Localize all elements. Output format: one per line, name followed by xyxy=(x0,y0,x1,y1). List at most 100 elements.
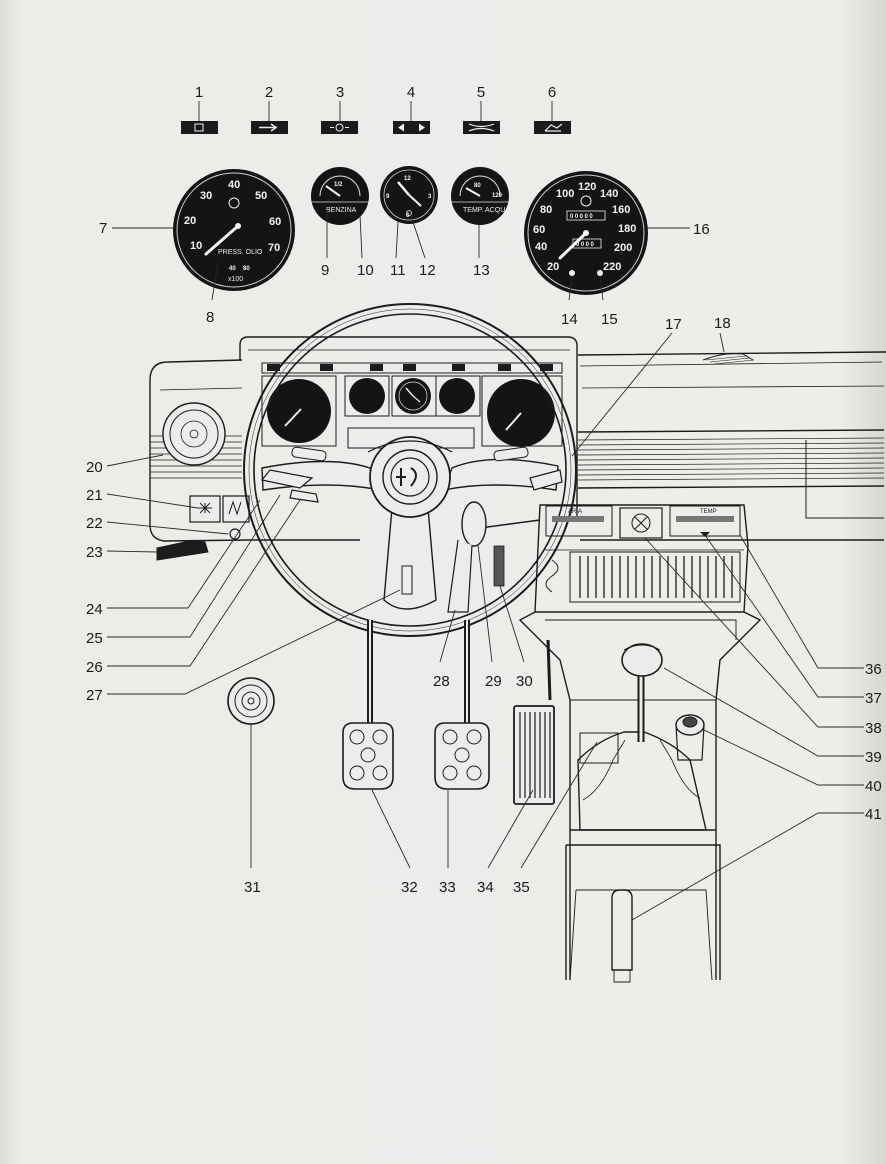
callout-28: 28 xyxy=(433,673,450,690)
dashboard-callouts: 17 18 20 21 22 23 24 25 26 27 28 29 30 3… xyxy=(86,315,882,921)
cigar-lighter[interactable] xyxy=(675,714,705,761)
svg-text:80: 80 xyxy=(474,183,481,189)
pedal-assembly[interactable] xyxy=(342,620,555,805)
left-air-vent[interactable] xyxy=(162,402,226,466)
callout-33: 33 xyxy=(439,879,456,896)
steering-column-stalks[interactable] xyxy=(260,469,563,613)
svg-text:9: 9 xyxy=(386,194,390,200)
callout-2: 2 xyxy=(265,84,273,101)
alfa-romeo-horn-badge-icon[interactable] xyxy=(390,457,430,497)
callout-37: 37 xyxy=(865,690,882,707)
accelerator-pedal[interactable] xyxy=(513,705,555,805)
callout-17: 17 xyxy=(665,316,682,333)
warning-lamp-5 xyxy=(463,121,500,134)
svg-text:40: 40 xyxy=(228,179,240,191)
choke-lever[interactable] xyxy=(493,545,505,587)
svg-text:TEMP: TEMP xyxy=(700,509,717,515)
callout-14: 14 xyxy=(561,311,578,328)
alfa-badge-icon xyxy=(228,197,240,209)
callout-31: 31 xyxy=(244,879,261,896)
clock-hour-hand xyxy=(397,181,410,196)
brake-pedal[interactable] xyxy=(434,722,490,790)
svg-text:160: 160 xyxy=(612,204,630,216)
left-switches[interactable] xyxy=(156,495,250,561)
callout-27: 27 xyxy=(86,687,103,704)
callout-1: 1 xyxy=(195,84,203,101)
fan-switch-icon[interactable] xyxy=(631,513,651,533)
fuel-needle xyxy=(325,185,341,197)
hazard-icon xyxy=(198,502,212,514)
callout-8: 8 xyxy=(206,309,214,326)
rear-defrost-switch[interactable] xyxy=(222,495,250,523)
callout-6: 6 xyxy=(548,84,556,101)
svg-text:80: 80 xyxy=(540,204,552,216)
callout-24: 24 xyxy=(86,601,103,618)
tachometer: 10 20 30 40 50 60 70 PRESS. OLIO 40 80 x… xyxy=(173,169,295,291)
air-slider[interactable] xyxy=(552,516,604,522)
svg-text:140: 140 xyxy=(600,188,618,200)
warning-lamp-1 xyxy=(181,121,218,134)
lamp-callouts: 1 2 3 4 5 6 xyxy=(195,84,556,121)
callout-36: 36 xyxy=(865,661,882,678)
instrument-callouts: 7 8 9 10 11 12 13 14 15 16 xyxy=(99,210,710,328)
gear-knob[interactable] xyxy=(621,643,663,677)
clock-minute-hand xyxy=(408,194,422,207)
steering-wheel[interactable] xyxy=(243,303,577,637)
indicator-stalk[interactable] xyxy=(260,469,314,489)
svg-text:x100: x100 xyxy=(228,276,243,283)
speedometer-needle xyxy=(558,231,588,260)
light-stalk[interactable] xyxy=(529,469,563,491)
svg-text:20: 20 xyxy=(184,215,196,227)
callout-35: 35 xyxy=(513,879,530,896)
warning-lamp-row xyxy=(181,121,571,134)
svg-text:10: 10 xyxy=(190,240,202,252)
clock: 12 3 6 9 xyxy=(380,166,438,224)
heater-controls[interactable]: ARIA TEMP xyxy=(545,505,741,539)
wiper-stalk[interactable] xyxy=(289,489,319,503)
dashboard-body xyxy=(149,336,886,983)
svg-text:180: 180 xyxy=(618,223,636,235)
svg-text:BENZINA: BENZINA xyxy=(326,207,357,214)
callout-3: 3 xyxy=(336,84,344,101)
warning-lamp-3 xyxy=(321,121,358,134)
svg-text:50: 50 xyxy=(255,190,267,202)
callout-21: 21 xyxy=(86,487,103,504)
callout-9: 9 xyxy=(321,262,329,279)
svg-text:60: 60 xyxy=(269,216,281,228)
callout-22: 22 xyxy=(86,515,103,532)
callout-32: 32 xyxy=(401,879,418,896)
callout-29: 29 xyxy=(485,673,502,690)
fuel-gauge: 1/2 BENZINA xyxy=(311,167,369,225)
washer-button[interactable] xyxy=(227,677,275,725)
callout-39: 39 xyxy=(865,749,882,766)
vent-control-icon xyxy=(545,559,559,593)
svg-text:60: 60 xyxy=(533,224,545,236)
callout-20: 20 xyxy=(86,459,103,476)
tachometer-needle xyxy=(204,224,240,256)
clutch-pedal[interactable] xyxy=(342,722,394,790)
bonnet-release-lever[interactable] xyxy=(156,540,209,561)
trip-reset-knob-icon xyxy=(569,270,575,276)
ignition-switch[interactable] xyxy=(461,501,487,547)
callout-26: 26 xyxy=(86,659,103,676)
ignition-light-knob[interactable] xyxy=(229,528,241,540)
temp-slider[interactable] xyxy=(676,516,734,522)
svg-text:ARIA: ARIA xyxy=(568,509,582,515)
callout-40: 40 xyxy=(865,778,882,795)
callout-13: 13 xyxy=(473,262,490,279)
callout-23: 23 xyxy=(86,544,103,561)
svg-text:0000: 0000 xyxy=(576,242,595,248)
callout-11: 11 xyxy=(390,262,406,279)
speedometer: 20 40 60 80 100 120 140 160 180 200 220 … xyxy=(524,171,648,295)
water-temp-gauge: 80 120 TEMP. ACQUA xyxy=(451,167,510,225)
callout-15: 15 xyxy=(601,311,618,328)
svg-text:30: 30 xyxy=(200,190,212,202)
callout-34: 34 xyxy=(477,879,494,896)
callout-5: 5 xyxy=(477,84,485,101)
svg-text:1/2: 1/2 xyxy=(334,182,343,188)
svg-text:70: 70 xyxy=(268,242,280,254)
warning-lamp-2 xyxy=(251,121,288,134)
gear-lever[interactable] xyxy=(621,643,663,742)
callout-25: 25 xyxy=(86,630,103,647)
